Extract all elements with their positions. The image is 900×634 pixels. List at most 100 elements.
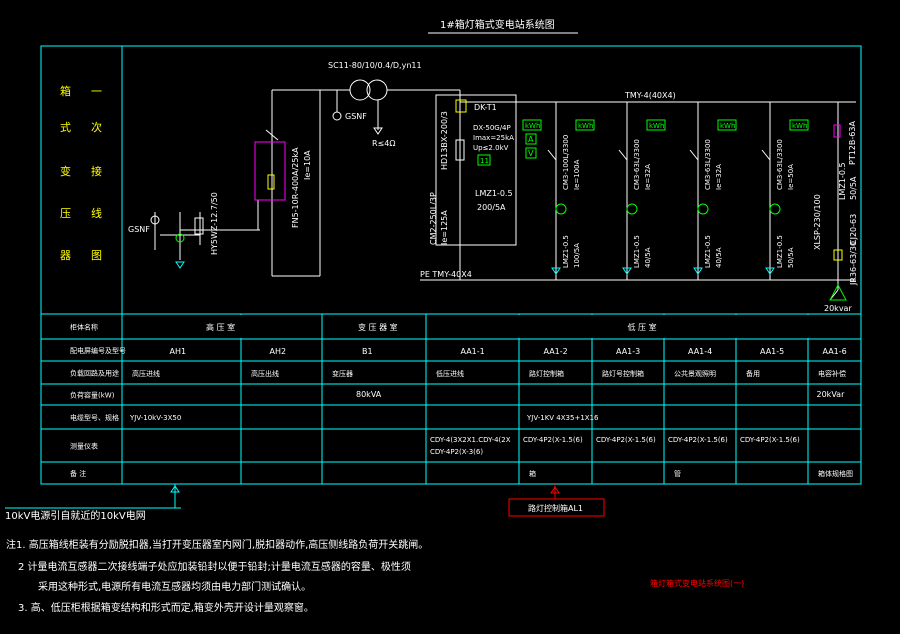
column-meter: CDY-4P2(X-3(6) bbox=[430, 448, 483, 456]
kwh-meter-feeder bbox=[575, 119, 595, 131]
feeder-ct-ratio: 100/5A bbox=[573, 243, 581, 268]
feeder-breaker-ie: Ie=100A bbox=[573, 159, 581, 190]
svg-text:箱: 箱 bbox=[60, 84, 71, 98]
contactor-type: CJ20-63 bbox=[849, 214, 858, 245]
column-meter: CDY-4P2(X-1.5(6) bbox=[523, 436, 583, 444]
feeder-ct-label: LMZ1-0.5 bbox=[776, 235, 784, 268]
column-use: 路灯号控制箱 bbox=[602, 369, 644, 378]
arrester-label: HY5WZ-12.7/50 bbox=[210, 192, 219, 255]
ammeter bbox=[525, 133, 537, 145]
drawing-title: 1#箱灯箱式变电站系统图 bbox=[440, 18, 555, 31]
ct-symbol bbox=[697, 203, 709, 215]
svg-text:式: 式 bbox=[60, 121, 71, 134]
row-label: 负荷容量(kW) bbox=[70, 391, 115, 400]
column-use: 路灯控制箱 bbox=[529, 369, 564, 378]
kwh-meter-feeder bbox=[717, 119, 737, 131]
column-id: B1 bbox=[362, 347, 373, 356]
ct-symbol bbox=[555, 203, 567, 215]
kwh-meter-feeder bbox=[789, 119, 809, 131]
column-cable: YJV-10kV-3X50 bbox=[129, 414, 181, 422]
left-label-col1: 箱 式 变 压 器 bbox=[60, 84, 71, 262]
main-ct-ratio: 200/5A bbox=[477, 203, 506, 212]
feeder-breaker-label: CM3-63L/3300 bbox=[633, 139, 641, 190]
svg-text:kWh: kWh bbox=[649, 122, 664, 130]
row-label: 测量仪表 bbox=[70, 442, 98, 451]
group-label: 低 压 室 bbox=[628, 322, 657, 332]
column-id: AA1-4 bbox=[688, 347, 712, 356]
load-switch-box bbox=[254, 141, 286, 201]
svg-text:A: A bbox=[528, 135, 534, 144]
gsnf-label-right: GSNF bbox=[345, 112, 367, 121]
column-use: 高压出线 bbox=[251, 369, 279, 378]
feeder-ct-label: LMZ1-0.5 bbox=[562, 235, 570, 268]
feeder-breaker-label: CM3-63L/3300 bbox=[704, 139, 712, 190]
svg-text:接: 接 bbox=[91, 165, 102, 178]
voltmeter bbox=[525, 147, 537, 159]
row-label: 柜体名称 bbox=[70, 323, 98, 332]
spd-imax: Imax=25kA bbox=[473, 134, 514, 142]
column-id: AH2 bbox=[270, 347, 287, 356]
pe-bus-label: PE TMY-40X4 bbox=[420, 270, 472, 279]
group-label: 高 压 室 bbox=[206, 322, 235, 332]
feeder-ct-ratio: 40/5A bbox=[644, 247, 652, 268]
svg-text:kWh: kWh bbox=[792, 122, 807, 130]
busbar-label: TMY-4(40X4) bbox=[624, 91, 676, 100]
svg-text:次: 次 bbox=[91, 120, 102, 134]
feeder-ct-label: LMZ1-0.5 bbox=[704, 235, 712, 268]
column-load: 20kVar bbox=[817, 390, 846, 399]
svg-text:图: 图 bbox=[91, 249, 102, 262]
column-id: AA1-2 bbox=[544, 347, 568, 356]
spd-up: Up≤2.0kV bbox=[473, 144, 509, 152]
gsnf-label-left: GSNF bbox=[128, 225, 150, 234]
cap-ct-label: LMZ1-0.5 bbox=[838, 162, 847, 200]
column-load: 80kVA bbox=[356, 390, 382, 399]
grounding-label: R≤4Ω bbox=[372, 139, 395, 148]
control-box bbox=[508, 498, 605, 517]
cap-ct-ratio: 50/5A bbox=[849, 176, 858, 200]
cap-breaker-label: PT12B-63A bbox=[848, 121, 857, 165]
kwh-meter-main bbox=[522, 119, 542, 131]
kwh-meter-feeder bbox=[646, 119, 666, 131]
row-label: 备 注 bbox=[70, 469, 86, 478]
main-breaker-ie: Ie=125A bbox=[440, 210, 449, 245]
svg-text:kWh: kWh bbox=[525, 122, 540, 130]
column-id: AA1-6 bbox=[823, 347, 847, 356]
left-label-col2: 一 次 接 线 图 bbox=[91, 85, 102, 262]
lv-incoming bbox=[420, 90, 856, 281]
bus-tag: 11 bbox=[480, 157, 489, 165]
row-label: 电缆型号、规格 bbox=[70, 413, 119, 422]
note-3: 3. 高、低压柜根据箱变结构和形式而定,箱变外壳开设计量观察窗。 bbox=[18, 601, 314, 614]
cap-rating: 20kvar bbox=[824, 304, 852, 313]
svg-text:V: V bbox=[528, 149, 534, 158]
feeder-ct-label: LMZ1-0.5 bbox=[633, 235, 641, 268]
column-use: 变压器 bbox=[332, 369, 353, 378]
group-label: 变 压 器 室 bbox=[358, 322, 398, 332]
main-breaker-label: CM2-250L/3P bbox=[429, 192, 438, 245]
incoming-breaker-type: HD13BX-200/3 bbox=[440, 111, 449, 170]
load-switch-label: FN5-10R-400A/25kA bbox=[291, 147, 300, 228]
relay-label: JR36-63/30 bbox=[849, 241, 858, 286]
svg-text:压: 压 bbox=[60, 207, 71, 220]
feeder-breaker-ie: Ie=50A bbox=[787, 164, 795, 190]
column-id: AH1 bbox=[170, 347, 187, 356]
contactor-label: XLSP-230/100 bbox=[813, 194, 822, 250]
column-note: 管 bbox=[674, 469, 681, 478]
row-label: 配电屏编号及型号 bbox=[70, 346, 126, 355]
feeder-breaker-label: CM3-63L/3300 bbox=[776, 139, 784, 190]
svg-text:一: 一 bbox=[91, 85, 102, 98]
load-switch-ie: Ie=10A bbox=[303, 150, 312, 180]
svg-text:kWh: kWh bbox=[578, 122, 593, 130]
column-use: 电容补偿 bbox=[818, 369, 846, 378]
column-meter: CDY-4P2(X-1.5(6) bbox=[596, 436, 656, 444]
drawing-name: 箱灯箱式变电站系统图(一) bbox=[650, 578, 744, 588]
ct-symbol bbox=[626, 203, 638, 215]
incoming-breaker-label: DK-T1 bbox=[474, 103, 497, 112]
column-use: 高压进线 bbox=[132, 369, 160, 378]
svg-text:线: 线 bbox=[91, 206, 102, 220]
incoming-note: 10kV电源引自就近的10kV电网 bbox=[5, 509, 146, 522]
column-id: AA1-1 bbox=[461, 347, 485, 356]
column-use: 低压进线 bbox=[436, 369, 464, 378]
equipment-table: 柜体名称配电屏编号及型号负载回路及用途负荷容量(kW)电缆型号、规格测量仪表备 … bbox=[40, 313, 862, 485]
